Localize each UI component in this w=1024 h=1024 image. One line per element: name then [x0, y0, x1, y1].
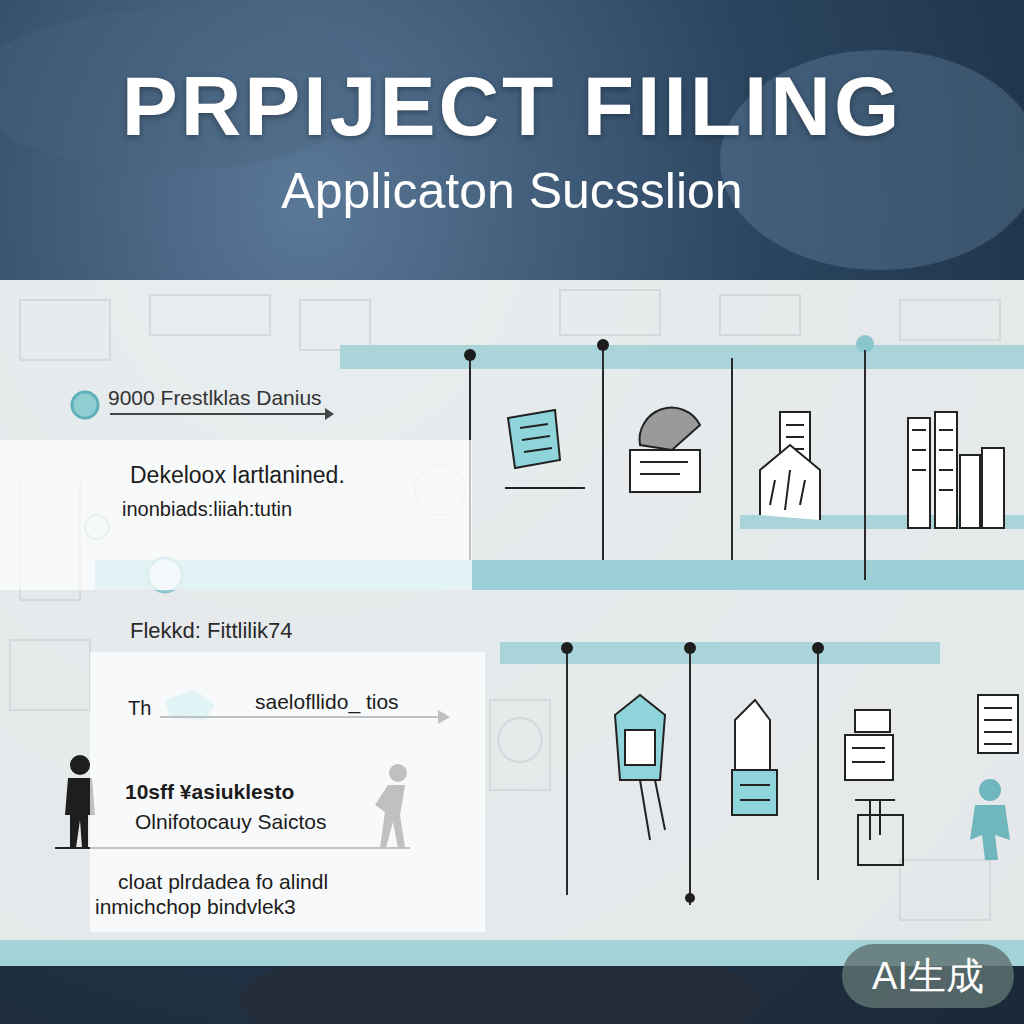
panel-text: inonbiads:liiah:tutin [122, 498, 292, 521]
timeline-label: Flekkd: Fittlilik74 [130, 618, 293, 644]
panel-text: saelofllido_ tios [255, 690, 399, 714]
text-panel: Dekeloox lartlanined. inonbiads:liiah:tut… [0, 440, 472, 590]
text-panel: Th saelofllido_ tios 10sff ¥asiuklestoOlni… [90, 652, 485, 932]
panel-text: 10sff ¥asiuklesto [125, 780, 294, 804]
panel-text: Olnifotocauy Saictos [135, 810, 326, 834]
subtitle: Applicaton Sucsslion [0, 162, 1024, 220]
diagram-title: PRPIJECT FIILING [0, 58, 1024, 155]
timeline-label: 9000 Frestlklas Danius [108, 386, 322, 410]
panel-text: Th [128, 697, 151, 720]
panel-text: Dekeloox lartlanined. [130, 462, 345, 489]
panel-text: cloat plrdadea fo alindl [118, 870, 328, 894]
panel-text: inmichchop bindvlek3 [95, 895, 296, 919]
ai-watermark: AI生成 [842, 944, 1014, 1008]
